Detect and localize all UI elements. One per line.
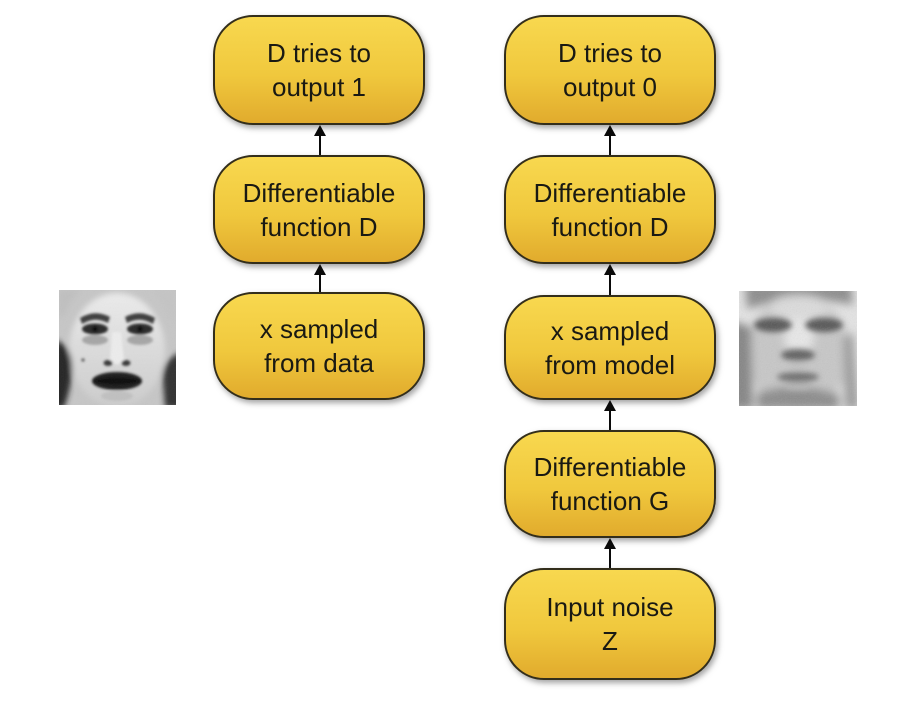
box-label-line: function D — [551, 211, 669, 242]
arrow-up-icon — [603, 125, 617, 155]
box-label-line: x sampled — [259, 314, 379, 344]
box-label-line: Differentiable — [242, 177, 396, 208]
box-x-sampled-from-data: x sampled from data — [213, 292, 425, 400]
generated-face-image — [731, 283, 859, 411]
arrow-head — [314, 125, 326, 136]
arrow-up-icon — [603, 538, 617, 568]
box-label-line: D tries to — [266, 38, 372, 68]
box-d-tries-to-output-1: D tries to output 1 — [213, 15, 425, 125]
box-label-line: function D — [260, 211, 378, 242]
arrow-line — [609, 545, 611, 568]
box-x-sampled-from-model: x sampled from model — [504, 295, 716, 400]
box-differentiable-function-d-right: Differentiable function D — [504, 155, 716, 264]
box-label-line: D tries to — [557, 38, 663, 68]
box-differentiable-function-g: Differentiable function G — [504, 430, 716, 538]
real-face-image — [51, 290, 183, 408]
box-label-line: x sampled — [550, 315, 670, 346]
real-face-photo-icon — [51, 290, 183, 408]
arrow-line — [319, 132, 321, 155]
arrow-line — [609, 271, 611, 295]
arrow-head — [604, 400, 616, 411]
arrow-up-icon — [313, 125, 327, 155]
box-differentiable-function-d-left: Differentiable function D — [213, 155, 425, 264]
box-label-line: output 1 — [272, 72, 366, 102]
box-label-line: function G — [550, 486, 670, 516]
box-label-line: Input noise — [546, 592, 674, 622]
arrow-head — [604, 538, 616, 549]
box-input-noise-z: Input noise Z — [504, 568, 716, 680]
arrow-head — [604, 125, 616, 136]
box-d-tries-to-output-0: D tries to output 0 — [504, 15, 716, 125]
arrow-line — [609, 407, 611, 430]
box-label-line: output 0 — [563, 72, 657, 102]
box-label-line: from data — [264, 348, 374, 378]
box-label-line: from model — [544, 349, 676, 380]
arrow-up-icon — [313, 264, 327, 292]
arrow-head — [314, 264, 326, 275]
generated-face-photo-icon — [731, 283, 859, 411]
arrow-head — [604, 264, 616, 275]
arrow-line — [609, 132, 611, 155]
box-label-line: Differentiable — [533, 452, 687, 482]
arrow-up-icon — [603, 400, 617, 430]
box-label-line: Differentiable — [533, 177, 687, 208]
arrow-up-icon — [603, 264, 617, 295]
box-label-line: Z — [602, 626, 618, 656]
arrow-line — [319, 271, 321, 292]
